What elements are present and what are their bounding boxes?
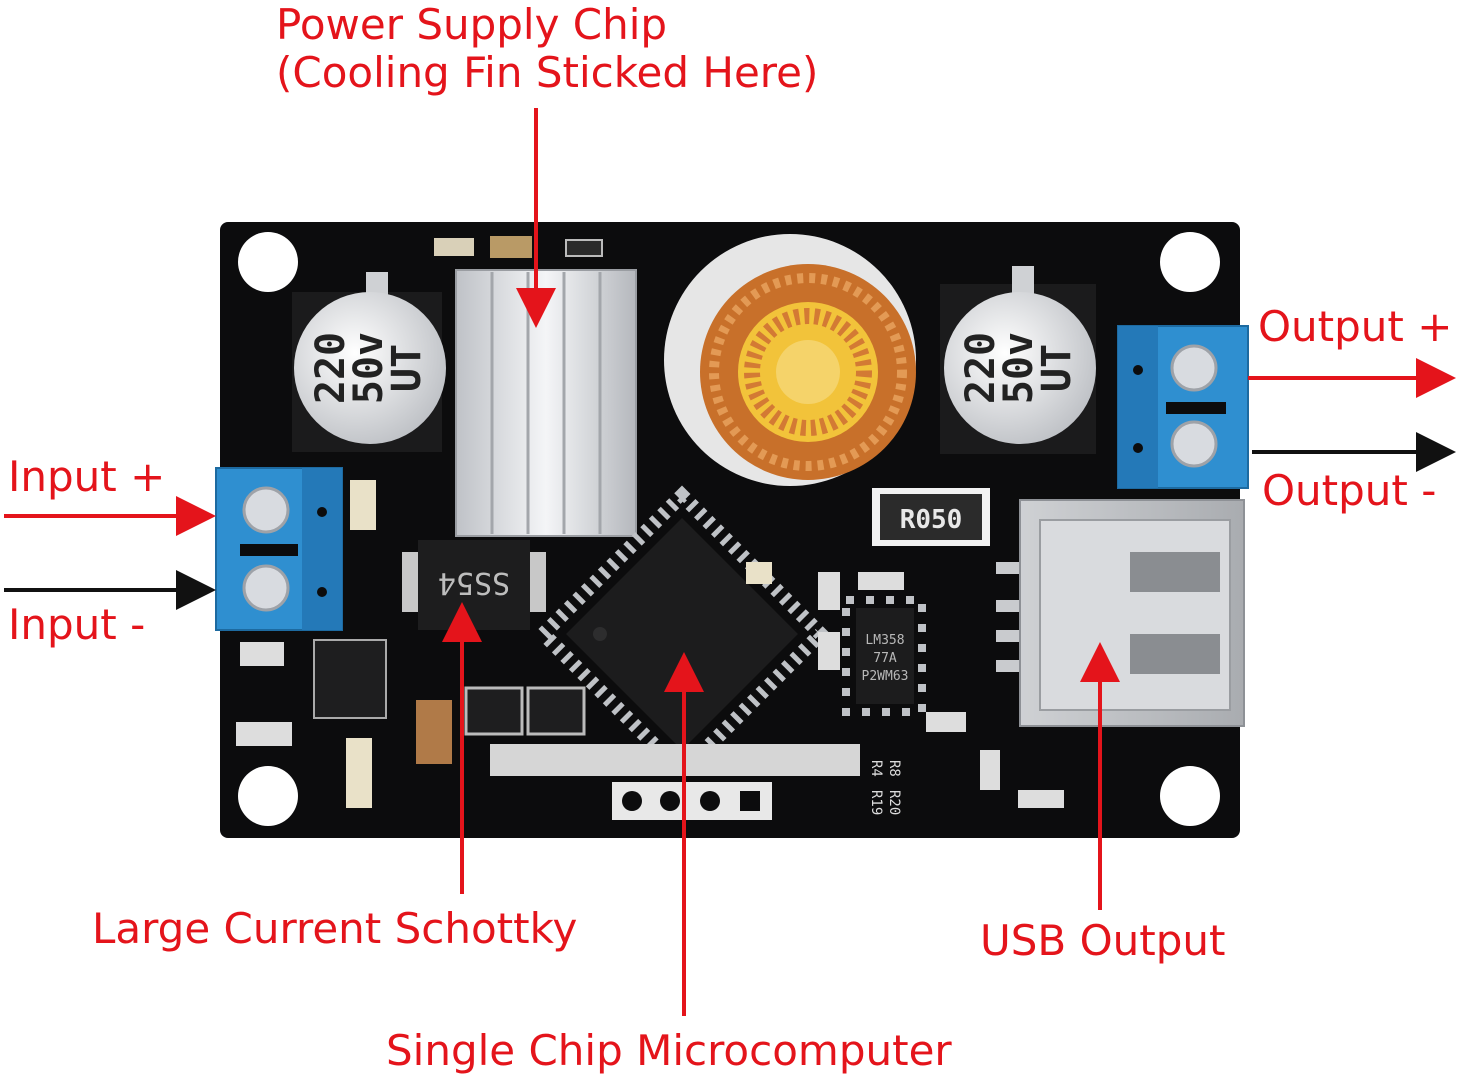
input-minus-label: Input - bbox=[8, 600, 146, 649]
output-plus-label: Output + bbox=[1258, 302, 1453, 351]
pcb-board: 220 50v UT 220 50v UT bbox=[215, 222, 1249, 838]
usb-connector bbox=[996, 499, 1245, 727]
header-pins bbox=[612, 782, 772, 820]
right-capacitor: 220 50v UT bbox=[940, 266, 1096, 454]
mcu-label: Single Chip Microcomputer bbox=[386, 1026, 952, 1075]
cap-left-brand: UT bbox=[384, 344, 430, 392]
cap-left-value: 220 bbox=[308, 332, 354, 404]
ref-r19: R19 bbox=[868, 790, 884, 815]
input-terminal-block bbox=[215, 467, 343, 631]
cap-right-brand: UT bbox=[1034, 344, 1080, 392]
output-terminal-block bbox=[1117, 325, 1249, 489]
cap-right-voltage: 50v bbox=[996, 332, 1042, 404]
input-plus-label: Input + bbox=[8, 452, 166, 501]
ref-r8: R8 bbox=[886, 760, 902, 777]
opamp-marking-3: P2WM63 bbox=[862, 669, 909, 684]
top-smd-parts bbox=[434, 236, 603, 258]
opamp-marking-2: 77A bbox=[873, 651, 897, 666]
cap-right-value: 220 bbox=[958, 332, 1004, 404]
mounting-hole-icon bbox=[238, 232, 1220, 826]
annotation-arrows bbox=[4, 108, 1456, 1016]
heatsink bbox=[455, 269, 637, 537]
inductor-coil bbox=[664, 234, 916, 486]
power-chip-label-line1: Power Supply Chip bbox=[276, 0, 668, 49]
usb-output-label: USB Output bbox=[980, 916, 1226, 965]
left-capacitor: 220 50v UT bbox=[292, 272, 446, 452]
schottky-diode: SS54 bbox=[402, 540, 546, 630]
current-sense-resistor: R050 bbox=[872, 488, 990, 546]
ref-r4: R4 bbox=[868, 760, 884, 777]
reference-designators: R4 R19 R8 R20 bbox=[868, 760, 902, 815]
cap-left-voltage: 50v bbox=[346, 332, 392, 404]
power-chip-label-line2: (Cooling Fin Sticked Here) bbox=[276, 48, 819, 97]
opamp-chip: LM358 77A P2WM63 bbox=[842, 596, 926, 716]
diode-marking: SS54 bbox=[438, 565, 510, 600]
resistor-marking: R050 bbox=[900, 505, 963, 535]
schottky-label: Large Current Schottky bbox=[92, 904, 578, 953]
misc-smd-components bbox=[236, 480, 1064, 808]
output-minus-label: Output - bbox=[1262, 466, 1437, 515]
screw-icon bbox=[242, 486, 290, 612]
opamp-marking-1: LM358 bbox=[865, 633, 904, 648]
ref-r20: R20 bbox=[886, 790, 902, 815]
screw-icon bbox=[1170, 344, 1218, 468]
